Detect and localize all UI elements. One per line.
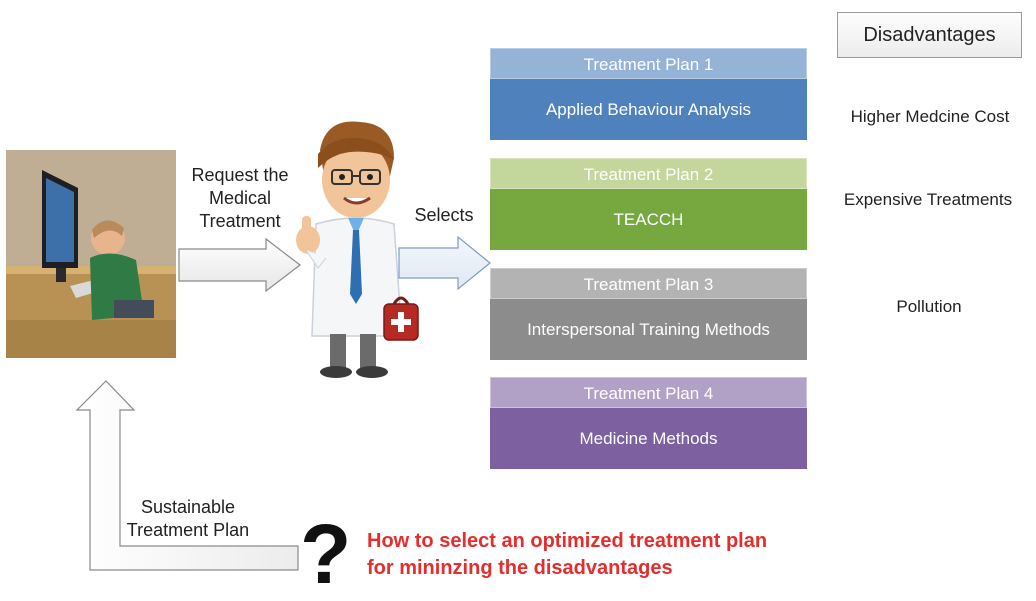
question-mark-icon: ? — [300, 507, 352, 601]
question-text: How to select an optimized treatment pla… — [367, 530, 768, 579]
arrow-selects — [398, 235, 491, 291]
sustainable-plan-label: Sustainable Treatment Plan — [126, 497, 250, 540]
treatment-plan-body: Interspersonal Training Methods — [490, 299, 807, 360]
treatment-plan-body: Applied Behaviour Analysis — [490, 79, 807, 140]
treatment-plan-body: Medicine Methods — [490, 408, 807, 469]
selects-label: Selects — [414, 205, 474, 225]
doctor-illustration — [290, 118, 420, 380]
arrow-request — [178, 237, 301, 293]
treatment-plan-1: Treatment Plan 1 Applied Behaviour Analy… — [490, 48, 807, 140]
treatment-plan-header: Treatment Plan 3 — [490, 268, 807, 299]
child-computer-photo — [6, 150, 176, 358]
request-treatment-label: Request the Medical Treatment — [191, 165, 289, 231]
treatment-plan-body: TEACCH — [490, 189, 807, 250]
arrow-feedback — [75, 380, 299, 571]
disadvantage-item: Expensive Treatments — [843, 190, 1013, 209]
treatment-plan-4: Treatment Plan 4 Medicine Methods — [490, 377, 807, 469]
treatment-plan-header: Treatment Plan 4 — [490, 377, 807, 408]
treatment-plan-header: Treatment Plan 1 — [490, 48, 807, 79]
treatment-plan-header: Treatment Plan 2 — [490, 158, 807, 189]
disadvantages-title: Disadvantages — [837, 12, 1022, 58]
disadvantage-item: Higher Medcine Cost — [850, 107, 1010, 126]
treatment-plan-3: Treatment Plan 3 Interspersonal Training… — [490, 268, 807, 360]
disadvantage-item: Pollution — [896, 297, 962, 316]
treatment-plan-2: Treatment Plan 2 TEACCH — [490, 158, 807, 250]
